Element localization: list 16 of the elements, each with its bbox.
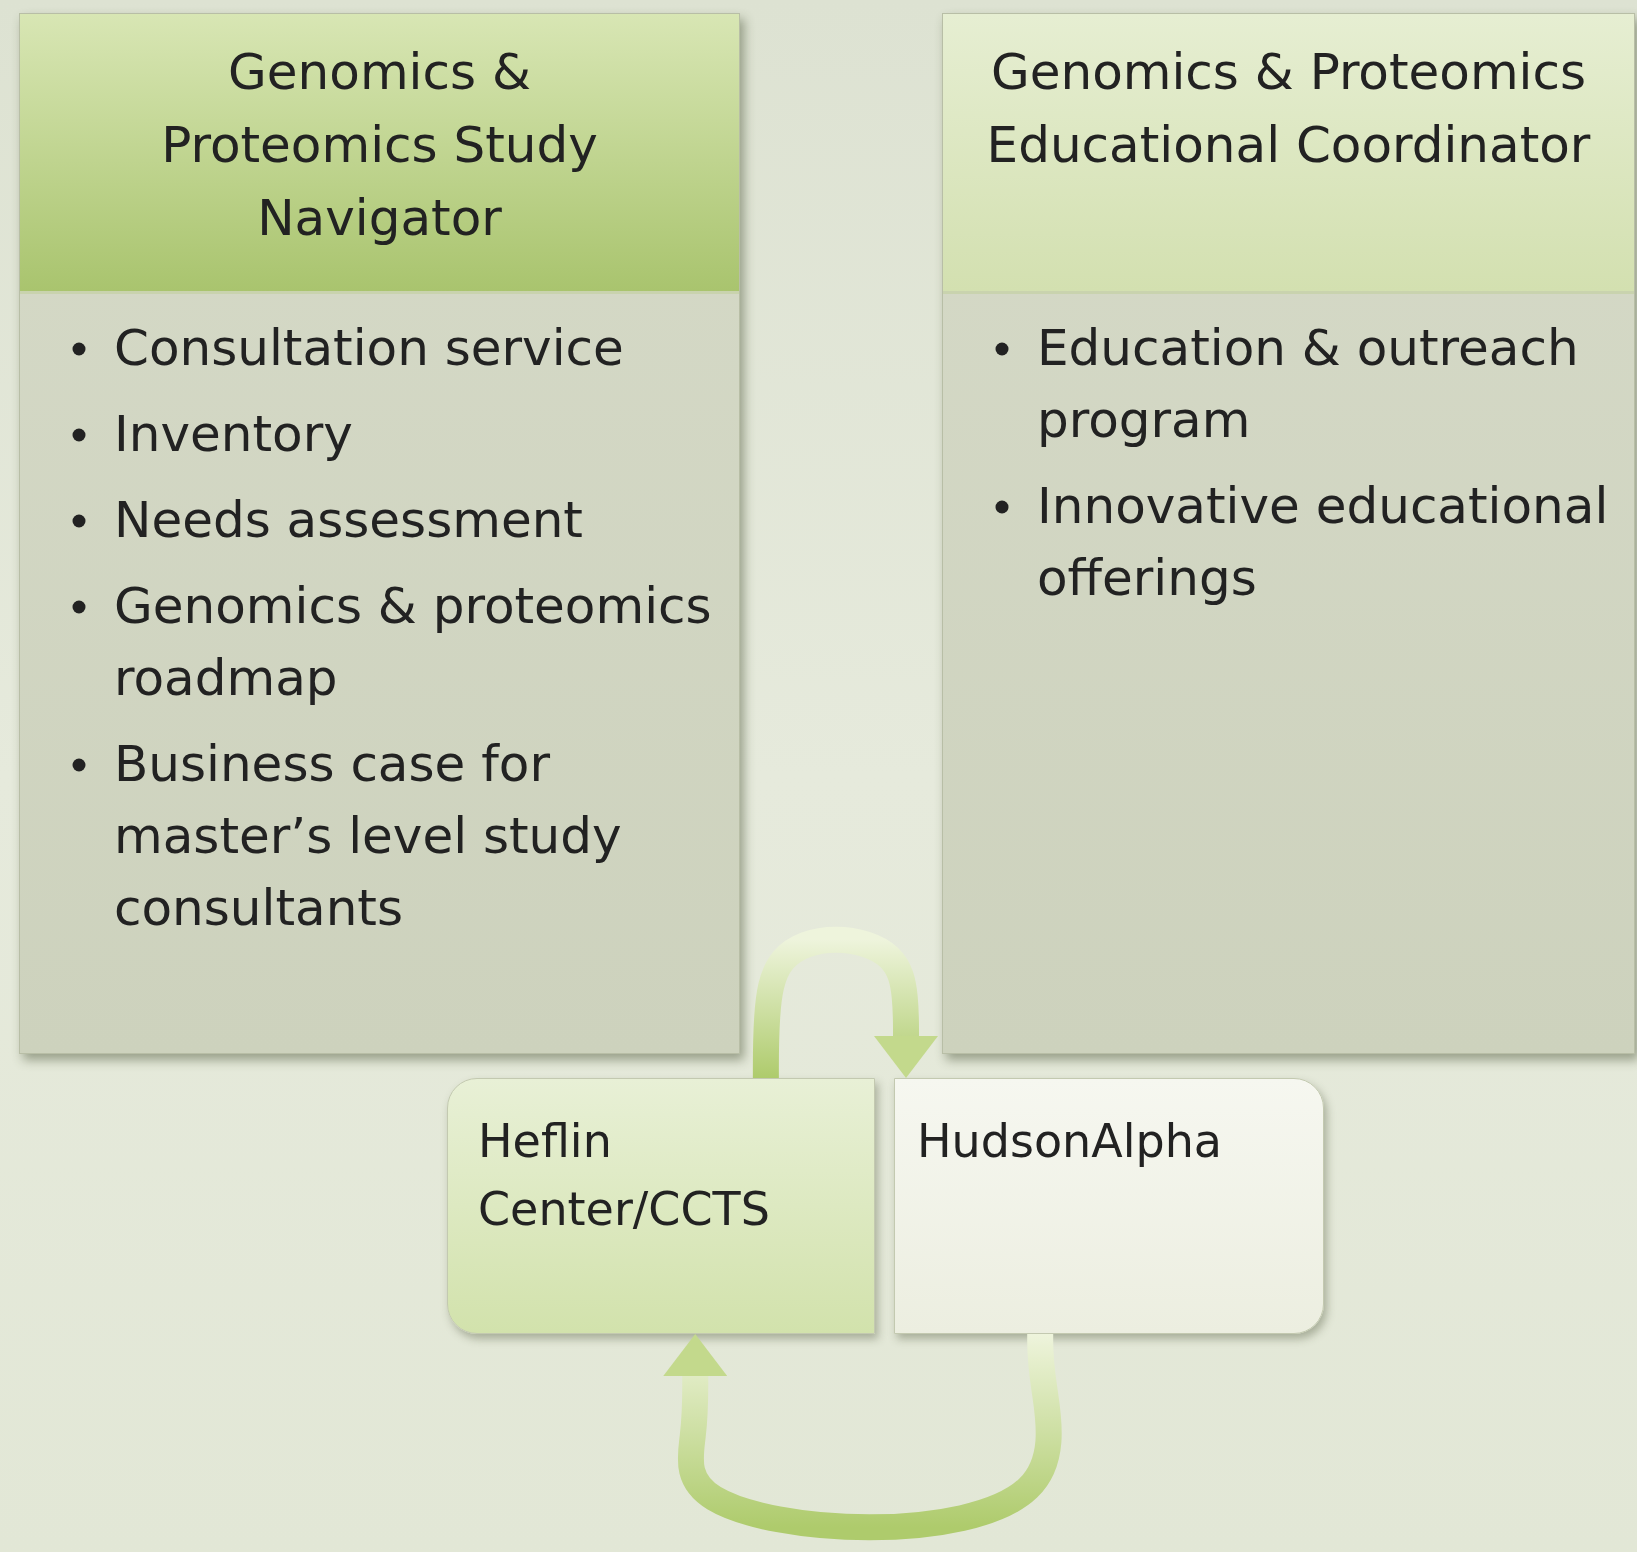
bullet-item: Inventory: [114, 404, 354, 465]
card-title: Genomics & Proteomics Study Navigator: [160, 42, 599, 249]
card-title: Genomics & Proteomics Educational Coordinator: [985, 42, 1592, 176]
partner-name: Heflin Center/CCTS: [478, 1113, 771, 1238]
partner-box: [894, 1078, 1324, 1334]
role-card: [19, 13, 740, 1054]
bullet-item: Needs assessment: [114, 490, 584, 551]
role-card: [942, 13, 1635, 1054]
bullet-item: Education & outreach program: [1037, 318, 1580, 451]
curved-arrow: [752, 926, 938, 1081]
partner-name: HudsonAlpha: [917, 1113, 1223, 1170]
bullet-item: Innovative educational offerings: [1037, 476, 1610, 609]
bullet-item: Consultation service: [114, 318, 625, 379]
partner-box: [447, 1078, 875, 1334]
bullet-item: Genomics & proteomics roadmap: [114, 576, 713, 709]
bullet-item: Business case for master’s level study consultants: [114, 734, 623, 939]
